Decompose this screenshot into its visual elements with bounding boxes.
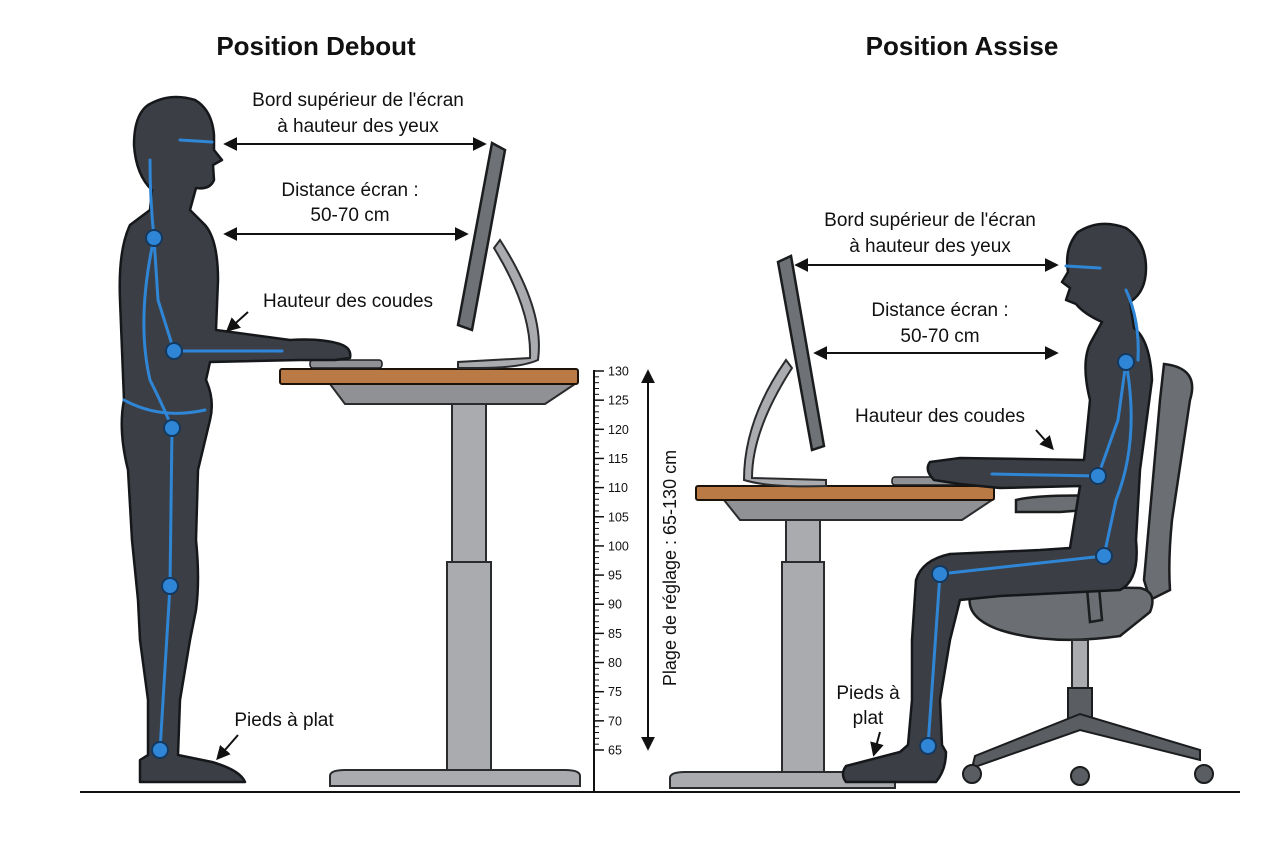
sitting-joint-hip	[1095, 547, 1113, 565]
sitting-distance-label-line2: 50-70 cm	[900, 326, 979, 347]
standing-keyboard	[309, 359, 383, 369]
standing-desk	[279, 368, 581, 787]
sitting-eye-label-line2: à hauteur des yeux	[849, 236, 1011, 257]
standing-feet-arrow	[216, 734, 239, 761]
standing-joint-elbow	[165, 342, 183, 360]
sitting-desk	[669, 485, 996, 789]
standing-eye-label-line1: Bord supérieur de l'écran	[252, 90, 464, 111]
standing-elbow-label: Hauteur des coudes	[263, 291, 433, 312]
sitting-feet-arrow	[870, 731, 884, 757]
standing-distance-label-line1: Distance écran :	[281, 180, 418, 201]
scale-tick-label: 120	[608, 423, 629, 437]
height-scale: 130 125 120 115 110 105 100 95 90 85 80 75 70 65 Plag…	[593, 365, 680, 792]
scale-tick-label: 75	[608, 685, 622, 699]
sitting-elbow-arrow	[1035, 429, 1054, 451]
standing-eye-label-line2: à hauteur des yeux	[277, 116, 439, 137]
scale-tick-label: 95	[608, 569, 622, 583]
standing-joint-knee	[161, 577, 179, 595]
scale-tick-label: 130	[608, 365, 629, 379]
sitting-joint-knee	[931, 565, 949, 583]
standing-title: Position Debout	[216, 31, 416, 61]
scale-tick-label: 85	[608, 627, 622, 641]
scale-tick-label: 100	[608, 539, 629, 553]
scale-ticks: 130 125 120 115 110 105 100 95 90 85 80 75 70 65	[594, 365, 629, 758]
scale-tick-label: 125	[608, 394, 629, 408]
sitting-joint-ankle	[919, 737, 937, 755]
scale-tick-label: 105	[608, 510, 629, 524]
scale-tick-label: 80	[608, 656, 622, 670]
scale-tick-label: 115	[608, 452, 628, 466]
standing-elbow-arrow	[225, 311, 249, 332]
scale-tick-label: 70	[608, 714, 622, 728]
standing-feet-label: Pieds à plat	[234, 710, 334, 731]
range-label: Plage de réglage : 65-130 cm	[660, 450, 680, 686]
sitting-title: Position Assise	[866, 31, 1059, 61]
sitting-eye-label-line1: Bord supérieur de l'écran	[824, 210, 1036, 231]
sitting-feet-label-line1: Pieds à	[836, 683, 900, 704]
standing-joint-shoulder	[145, 229, 163, 247]
scale-tick-label: 65	[608, 744, 622, 758]
scale-tick-label: 110	[608, 481, 628, 495]
standing-desktop	[279, 368, 579, 385]
standing-joint-hip	[163, 419, 181, 437]
standing-figure	[118, 95, 352, 784]
standing-joint-ankle	[151, 741, 169, 759]
scale-tick-label: 90	[608, 598, 622, 612]
sitting-distance-label-line1: Distance écran :	[871, 300, 1008, 321]
sitting-figure	[841, 222, 1154, 784]
standing-distance-label-line2: 50-70 cm	[310, 205, 389, 226]
sitting-desktop	[695, 485, 995, 501]
sitting-monitor	[742, 254, 827, 488]
sitting-elbow-label: Hauteur des coudes	[855, 406, 1025, 427]
standing-monitor	[456, 141, 540, 369]
sitting-joint-elbow	[1089, 467, 1107, 485]
sitting-feet-label-line2: plat	[853, 708, 884, 729]
sitting-joint-shoulder	[1117, 353, 1135, 371]
